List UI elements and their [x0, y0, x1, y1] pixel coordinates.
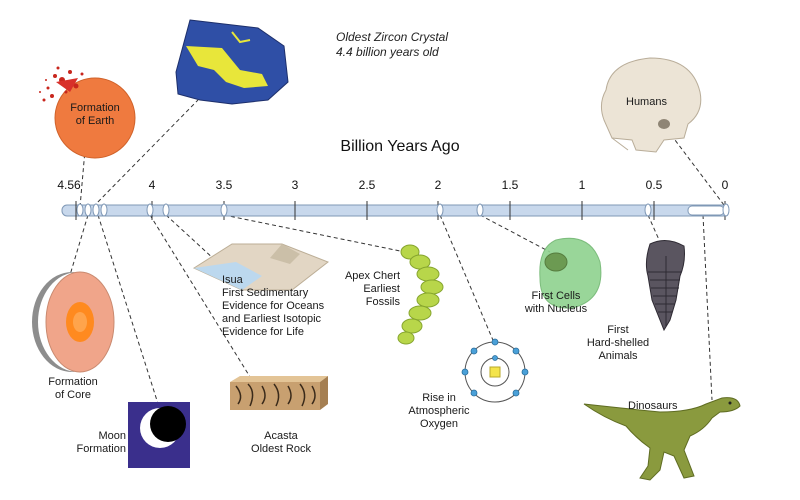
- earth-illustration: [39, 66, 136, 159]
- tick-label-1-5: 1.5: [501, 178, 519, 192]
- earth-label-line-1: Formation: [70, 102, 120, 114]
- apex-label-line-2: Earliest: [363, 283, 400, 295]
- oxygen-label-line-3: Oxygen: [420, 418, 458, 430]
- hardshell-label-line-2: Hard-shelled: [586, 337, 650, 349]
- zircon-caption-line-1: Oldest Zircon Crystal: [336, 30, 449, 44]
- connector-core: [69, 214, 89, 276]
- earth-label: Formation of Earth: [62, 102, 128, 128]
- hardshell-label: First Hard-shelled Animals: [570, 324, 666, 363]
- connector-acasta: [149, 214, 256, 386]
- isua-label: Isua First Sedimentary Evidence for Ocea…: [222, 274, 324, 339]
- cells-label-line-2: with Nucleus: [524, 303, 588, 315]
- connector-cells: [479, 214, 551, 253]
- isua-label-line-1: Isua: [222, 274, 243, 286]
- apex-chert-label: Apex Chert Earliest Fossils: [340, 270, 400, 309]
- cells-label-line-1: First Cells: [531, 290, 581, 302]
- core-label-line-2: of Core: [54, 389, 92, 401]
- cell-illustration: [539, 237, 602, 309]
- tick-label-4: 4: [148, 178, 156, 192]
- tick-label-2: 2: [434, 178, 442, 192]
- dinosaur-illustration: [583, 397, 741, 481]
- connector-hardshell: [647, 214, 661, 243]
- acasta-rock-illustration: [230, 376, 328, 410]
- impact-flash: [56, 78, 78, 92]
- isua-terrain-illustration: [192, 243, 330, 291]
- trilobite-illustration: [645, 240, 685, 332]
- core-label: Formation of Core: [40, 376, 106, 402]
- zircon-crystal-illustration: [175, 19, 289, 105]
- connector-dinosaurs: [702, 214, 713, 401]
- humans-label: Humans: [626, 96, 667, 108]
- earth-label-line-2: of Earth: [75, 115, 115, 127]
- isua-label-line-4: and Earliest Isotopic: [222, 313, 322, 325]
- isua-label-line-5: Evidence for Life: [222, 326, 304, 338]
- tick-label-0-5: 0.5: [645, 178, 663, 192]
- core-label-line-1: Formation: [48, 376, 98, 388]
- zircon-caption-line-2: 4.4 billion years old: [336, 45, 439, 59]
- isua-label-line-2: First Sedimentary: [222, 287, 309, 299]
- moon-label-line-1: Moon: [98, 430, 126, 442]
- core-illustration: [32, 271, 115, 373]
- apex-label-line-3: Fossils: [365, 296, 400, 308]
- tick-label-4-56: 4.56: [57, 178, 81, 192]
- tick-label-3: 3: [291, 178, 299, 192]
- fossil-chain-illustration: [397, 244, 444, 345]
- oxygen-label-line-1: Rise in: [422, 392, 456, 404]
- event-markers: [76, 203, 730, 217]
- zircon-caption: Oldest Zircon Crystal 4.4 billion years …: [336, 30, 448, 60]
- skull-illustration: [600, 57, 702, 153]
- moon-illustration: [128, 402, 190, 468]
- cells-label: First Cells with Nucleus: [508, 290, 604, 316]
- timeline-present-segment: [687, 205, 725, 216]
- acasta-label: Acasta Oldest Rock: [236, 430, 326, 456]
- connector-apex: [223, 214, 406, 253]
- hardshell-label-line-1: First: [607, 324, 629, 336]
- tick-label-1: 1: [578, 178, 586, 192]
- connector-earth: [79, 149, 86, 208]
- connector-lines: [69, 99, 725, 411]
- timeline-bar: [61, 201, 730, 220]
- hardshell-label-line-3: Animals: [598, 350, 638, 362]
- moon-label: Moon Formation: [64, 430, 126, 456]
- zircon-yellow-vein: [186, 46, 268, 88]
- timeline-title: Billion Years Ago: [340, 138, 460, 155]
- acasta-label-line-2: Oldest Rock: [251, 443, 311, 455]
- oxygen-atom-illustration: [461, 338, 529, 403]
- tick-label-0: 0: [721, 178, 729, 192]
- connector-oxygen: [439, 214, 496, 346]
- connector-zircon: [92, 99, 199, 208]
- apex-label-line-1: Apex Chert: [344, 270, 400, 282]
- oxygen-label: Rise in Atmospheric Oxygen: [408, 392, 470, 431]
- timeline-track: [61, 204, 729, 217]
- tick-label-3-5: 3.5: [215, 178, 233, 192]
- acasta-label-line-1: Acasta: [264, 430, 298, 442]
- isua-label-line-3: Evidence for Oceans: [222, 300, 325, 312]
- connector-humans: [674, 139, 725, 206]
- tick-label-2-5: 2.5: [358, 178, 376, 192]
- oxygen-label-line-2: Atmospheric: [408, 405, 470, 417]
- connector-moon: [97, 214, 161, 411]
- dinosaurs-label: Dinosaurs: [628, 400, 678, 412]
- moon-label-line-2: Formation: [76, 443, 126, 455]
